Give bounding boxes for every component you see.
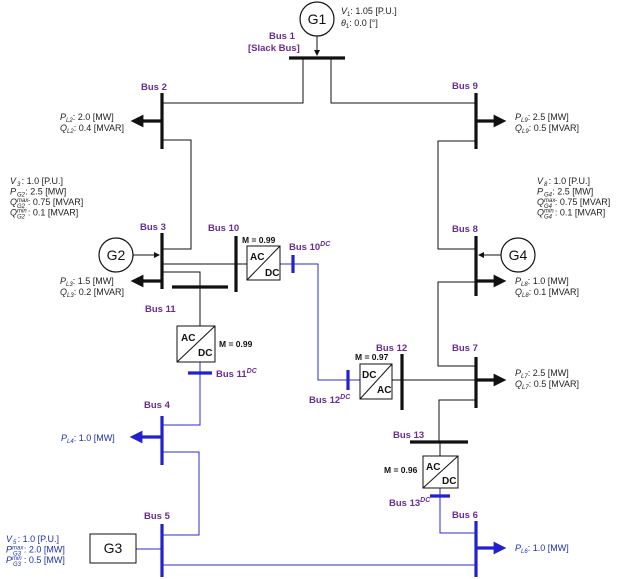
bus-1-label: Bus 1 (269, 31, 296, 42)
converter-13-bottom: DC (442, 476, 456, 487)
load-l9-p: PL9: 2.5 [MW] (515, 112, 569, 124)
ac-lines (162, 58, 476, 456)
g1-parameters: V1: 1.05 [P.U.] θ1: 0.0 [°] (341, 6, 397, 30)
line-bus3-bus11 (162, 271, 201, 287)
converter-12-top: DC (362, 370, 376, 381)
line-bus1-bus9 (330, 58, 476, 104)
bus-12dc-label: Bus 12DC (309, 394, 351, 406)
bus-6-label: Bus 6 (452, 510, 478, 521)
g4-param-row: PG4: 2.5 [MW] (537, 187, 593, 199)
generator-g2-label: G2 (107, 247, 126, 263)
generator-g1: G1 (299, 1, 335, 56)
converter-10-diagonal (246, 245, 281, 281)
converter-12-modulation: M = 0.97 (355, 352, 389, 362)
bus-10dc-label: Bus 10DC (289, 241, 331, 253)
load-l6-p: PL6: 1.0 [MW] (515, 543, 569, 555)
bus-4-label: Bus 4 (144, 400, 171, 411)
bus-5-label: Bus 5 (144, 511, 171, 522)
line-bus1-bus2 (162, 58, 304, 104)
bus-7-label: Bus 7 (452, 343, 478, 354)
bus-1-note: [Slack Bus] (248, 43, 300, 54)
bus-11-label: Bus 11 (145, 304, 176, 315)
g1-voltage: V1: 1.05 [P.U.] (341, 6, 397, 18)
line-bus4-bus5 (162, 451, 200, 536)
line-bus11dc-bus4 (162, 373, 201, 426)
bus-3-label: Bus 3 (140, 222, 166, 233)
bus-11dc-label: Bus 11DC (216, 368, 258, 380)
converter-10-bottom: DC (265, 268, 279, 279)
g4-param-row: V8: 1.0 [P.U.] (537, 176, 590, 188)
load-l8-p: PL8: 1.0 [MW] (515, 276, 569, 288)
converter-10-modulation: M = 0.99 (242, 235, 276, 245)
converter-bus11: AC DC M = 0.99 (176, 325, 253, 363)
load-l3-p: PL3: 1.5 [MW] (60, 276, 114, 288)
line-bus7-bus13 (438, 399, 476, 442)
generator-g3-box (89, 533, 137, 564)
converter-12-bottom: AC (377, 385, 391, 396)
converter-13-modulation: M = 0.96 (384, 465, 418, 475)
load-arrows (129, 114, 507, 555)
generator-g4: G4 (478, 237, 536, 273)
converter-bus12: DC AC M = 0.97 (355, 352, 393, 400)
converter-bus10: AC DC M = 0.99 (242, 235, 281, 281)
bus-12-label: Bus 12 (376, 343, 407, 354)
converter-11-top: AC (181, 333, 195, 344)
converter-12-diagonal (359, 363, 393, 400)
load-l2-q: QL2: 0.4 [MVAR] (60, 123, 124, 135)
bus-2-label: Bus 2 (141, 82, 167, 93)
generator-g2: G2 (98, 237, 160, 273)
converter-11-bottom: DC (198, 348, 212, 359)
bus-13dc-label: Bus 13DC (389, 497, 431, 509)
converter-13-diagonal (422, 455, 459, 489)
line-bus2-bus3 (162, 139, 192, 250)
bus-13-label: Bus 13 (393, 430, 424, 441)
g2-param-row: PG2: 2.5 [MW] (10, 187, 66, 199)
bus-9-label: Bus 9 (452, 81, 478, 92)
generator-g4-label: G4 (509, 247, 528, 263)
generator-g3-label: G3 (104, 540, 123, 556)
bus-labels: Bus 1 [Slack Bus] Bus 2 Bus 3 Bus 4 Bus … (140, 31, 478, 522)
generator-g3: G3 (89, 533, 137, 564)
converter-10-top: AC (250, 252, 264, 263)
generator-g1-label: G1 (308, 11, 327, 27)
converter-bus13: AC DC M = 0.96 (384, 455, 459, 489)
g3-param-row: V5: 1.0 [P.U.] (6, 534, 59, 546)
load-l2-p: PL2: 2.0 [MW] (60, 112, 114, 124)
converter-11-modulation: M = 0.99 (219, 339, 253, 349)
converter-13-top: AC (426, 462, 440, 473)
g1-angle: θ1: 0.0 [°] (341, 18, 378, 30)
bus-8-label: Bus 8 (452, 224, 478, 235)
bus-10-label: Bus 10 (208, 223, 239, 234)
line-bus10dc-bus12dc (293, 263, 348, 381)
line-bus9-bus8 (437, 140, 476, 250)
converter-11-diagonal (176, 325, 216, 363)
load-parameters: PL2: 2.0 [MW] QL2: 0.4 [MVAR] PL3: 1.5 [… (60, 112, 579, 555)
line-bus13dc-bus6 (439, 496, 476, 534)
load-l9-q: QL9: 0.5 [MVAR] (515, 123, 579, 135)
load-l8-q: QL8: 0.1 [MVAR] (515, 287, 579, 299)
load-l7-p: PL7: 2.5 [MW] (515, 368, 569, 380)
line-bus8-bus7 (437, 281, 476, 367)
g2-param-row: V3: 1.0 [P.U.] (10, 176, 63, 188)
load-l4-p: PL4: 1.0 [MW] (61, 433, 115, 445)
load-l3-q: QL3: 0.2 [MVAR] (60, 287, 124, 299)
load-l7-q: QL7: 0.5 [MVAR] (515, 379, 579, 391)
dc-lines (136, 263, 476, 566)
